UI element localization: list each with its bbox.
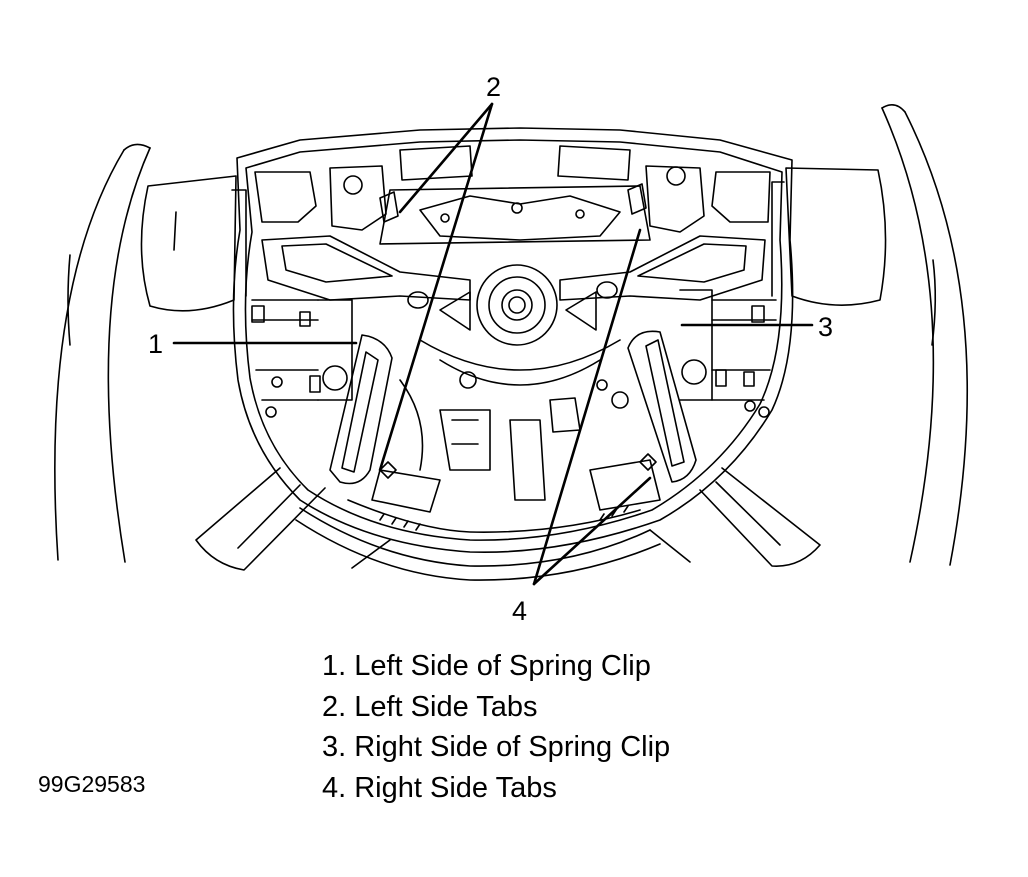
callout-1: 1 (148, 329, 163, 359)
leader-4b (532, 476, 652, 586)
left-spring-clip (251, 299, 393, 485)
lower-stubs (351, 529, 691, 569)
legend-item: 4. Right Side Tabs (322, 771, 557, 804)
leader-lines (172, 102, 814, 586)
left-spoke (140, 175, 247, 312)
figure-id: 99G29583 (38, 771, 146, 797)
callout-3: 3 (818, 312, 833, 342)
legend-item: 1. Left Side of Spring Clip (322, 650, 651, 682)
lower-right-spoke (699, 467, 821, 567)
upper-housing (254, 145, 771, 245)
hub-housing (232, 127, 794, 581)
center-hub (419, 264, 621, 386)
callout-2: 2 (486, 72, 501, 102)
leader-2a (398, 102, 494, 214)
right-spring-clip (627, 289, 777, 483)
legend-item: 3. Right Side of Spring Clip (322, 731, 671, 763)
lower-internals (347, 371, 661, 533)
leader-2b (378, 102, 494, 472)
legend: 1. Left Side of Spring Clip 2. Left Side… (322, 646, 670, 808)
steering-wheel-rim (54, 104, 968, 566)
callout-4: 4 (512, 596, 527, 626)
right-spoke (771, 167, 887, 306)
leader-4a (532, 228, 642, 586)
lower-left-spoke (195, 467, 326, 571)
legend-item: 2. Left Side Tabs (322, 690, 538, 723)
